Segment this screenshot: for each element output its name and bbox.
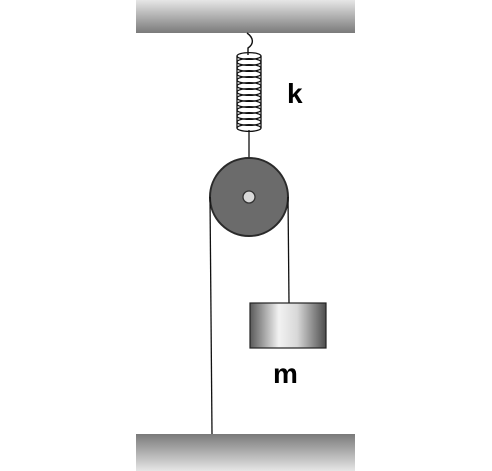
mass-block (249, 302, 327, 349)
spring-top-hook (246, 32, 254, 55)
rope-to-floor (209, 196, 213, 435)
rope-to-mass (287, 196, 290, 304)
floor (136, 434, 355, 471)
ceiling (136, 0, 355, 33)
mass-label: m (273, 358, 298, 389)
spring-constant-label: k (287, 78, 303, 109)
spring (236, 51, 262, 133)
pulley-axle (242, 190, 256, 204)
